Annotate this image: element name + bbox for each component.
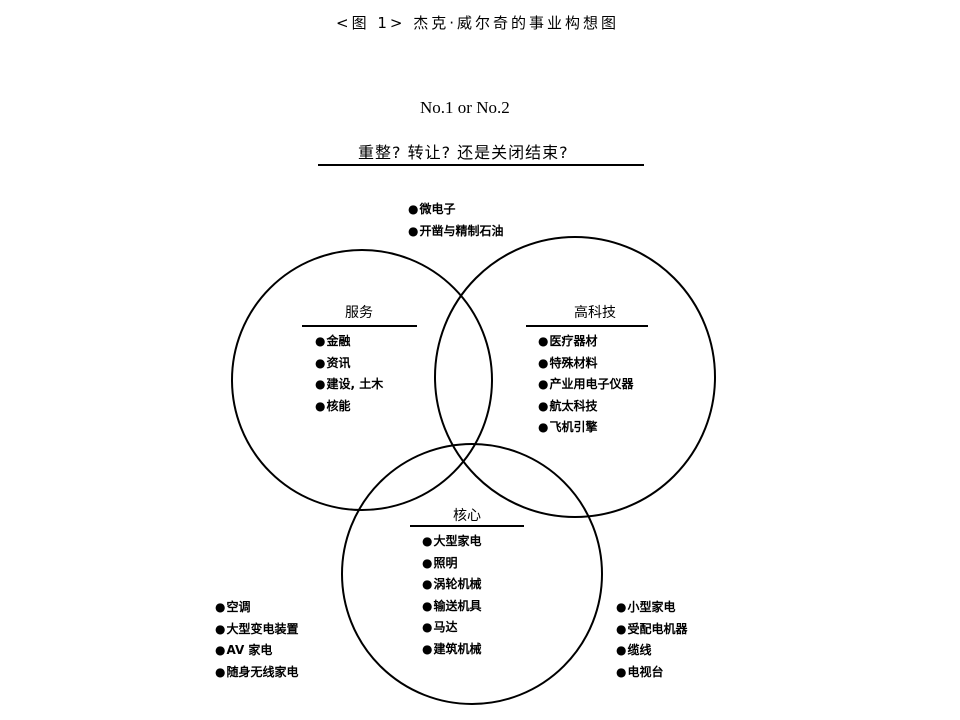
services-items: 金融 资讯 建设, 土木 核能 xyxy=(315,331,383,417)
list-item: 照明 xyxy=(422,553,482,575)
subtitle: No.1 or No.2 xyxy=(420,98,510,117)
list-item: 医疗器材 xyxy=(538,331,634,353)
question: 重整? 转让? 还是关闭结束? xyxy=(358,143,569,162)
list-item: 马达 xyxy=(422,617,482,639)
list-item: 特殊材料 xyxy=(538,353,634,375)
list-item: AV 家电 xyxy=(215,640,299,662)
list-item: 小型家电 xyxy=(616,597,688,619)
core-items: 大型家电 照明 涡轮机械 输送机具 马达 建筑机械 xyxy=(422,531,482,661)
list-item: 输送机具 xyxy=(422,596,481,618)
services-divider xyxy=(302,325,417,327)
list-item: 核能 xyxy=(315,396,383,418)
list-item: 缆线 xyxy=(616,640,688,662)
list-item: 电视台 xyxy=(616,662,688,684)
list-item: 大型变电装置 xyxy=(215,619,298,641)
right-outside-items: 小型家电 受配电机器 缆线 电视台 xyxy=(616,597,688,684)
services-circle xyxy=(231,249,493,511)
title-divider xyxy=(318,164,644,166)
list-item: 金融 xyxy=(315,331,383,353)
list-item: 随身无线家电 xyxy=(215,662,298,684)
high-tech-items: 医疗器材 特殊材料 产业用电子仪器 航太科技 飞机引擎 xyxy=(538,331,634,439)
list-item: 资讯 xyxy=(315,353,383,375)
list-item: 开凿与精制石油 xyxy=(408,221,503,243)
list-item: 建筑机械 xyxy=(422,639,481,661)
core-circle xyxy=(341,443,603,705)
list-item: 大型家电 xyxy=(422,531,481,553)
core-heading: 核心 xyxy=(453,508,481,524)
left-outside-items: 空调 大型变电装置 AV 家电 随身无线家电 xyxy=(215,597,299,684)
list-item: 涡轮机械 xyxy=(422,574,481,596)
list-item: 微电子 xyxy=(408,199,504,221)
high-tech-heading: 高科技 xyxy=(574,305,616,321)
list-item: 航太科技 xyxy=(538,396,634,418)
high-tech-circle xyxy=(434,236,716,518)
figure-title: <图 1> 杰克·威尔奇的事业构想图 xyxy=(336,14,619,32)
list-item: 空调 xyxy=(215,597,299,619)
top-items: 微电子 开凿与精制石油 xyxy=(408,199,504,243)
high-tech-divider xyxy=(526,325,648,327)
list-item: 建设, 土木 xyxy=(315,374,383,396)
list-item: 飞机引擎 xyxy=(538,417,634,439)
services-heading: 服务 xyxy=(345,305,373,321)
core-divider xyxy=(410,525,524,527)
list-item: 受配电机器 xyxy=(616,619,687,641)
list-item: 产业用电子仪器 xyxy=(538,374,633,396)
